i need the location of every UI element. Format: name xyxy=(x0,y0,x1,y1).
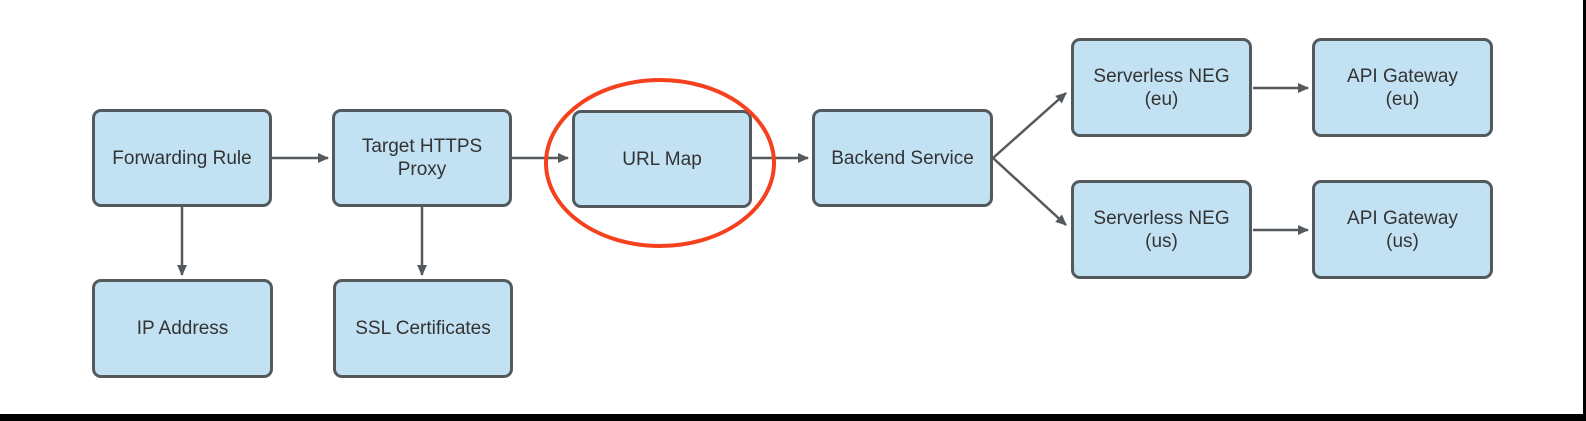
node-forwarding-rule: Forwarding Rule xyxy=(92,109,272,207)
edge-backend-service-to-serverless-neg-us xyxy=(992,157,1067,226)
node-api-gateway-eu: API Gateway (eu) xyxy=(1312,38,1493,137)
node-ip-address: IP Address xyxy=(92,279,273,378)
node-backend-service: Backend Service xyxy=(812,109,993,207)
node-url-map: URL Map xyxy=(572,110,752,208)
node-ssl-certificates: SSL Certificates xyxy=(333,279,513,378)
edge-backend-service-to-serverless-neg-eu xyxy=(992,92,1067,159)
node-serverless-neg-us: Serverless NEG (us) xyxy=(1071,180,1252,279)
node-api-gateway-us: API Gateway (us) xyxy=(1312,180,1493,279)
node-serverless-neg-eu: Serverless NEG (eu) xyxy=(1071,38,1252,137)
node-target-https-proxy: Target HTTPS Proxy xyxy=(332,109,512,207)
